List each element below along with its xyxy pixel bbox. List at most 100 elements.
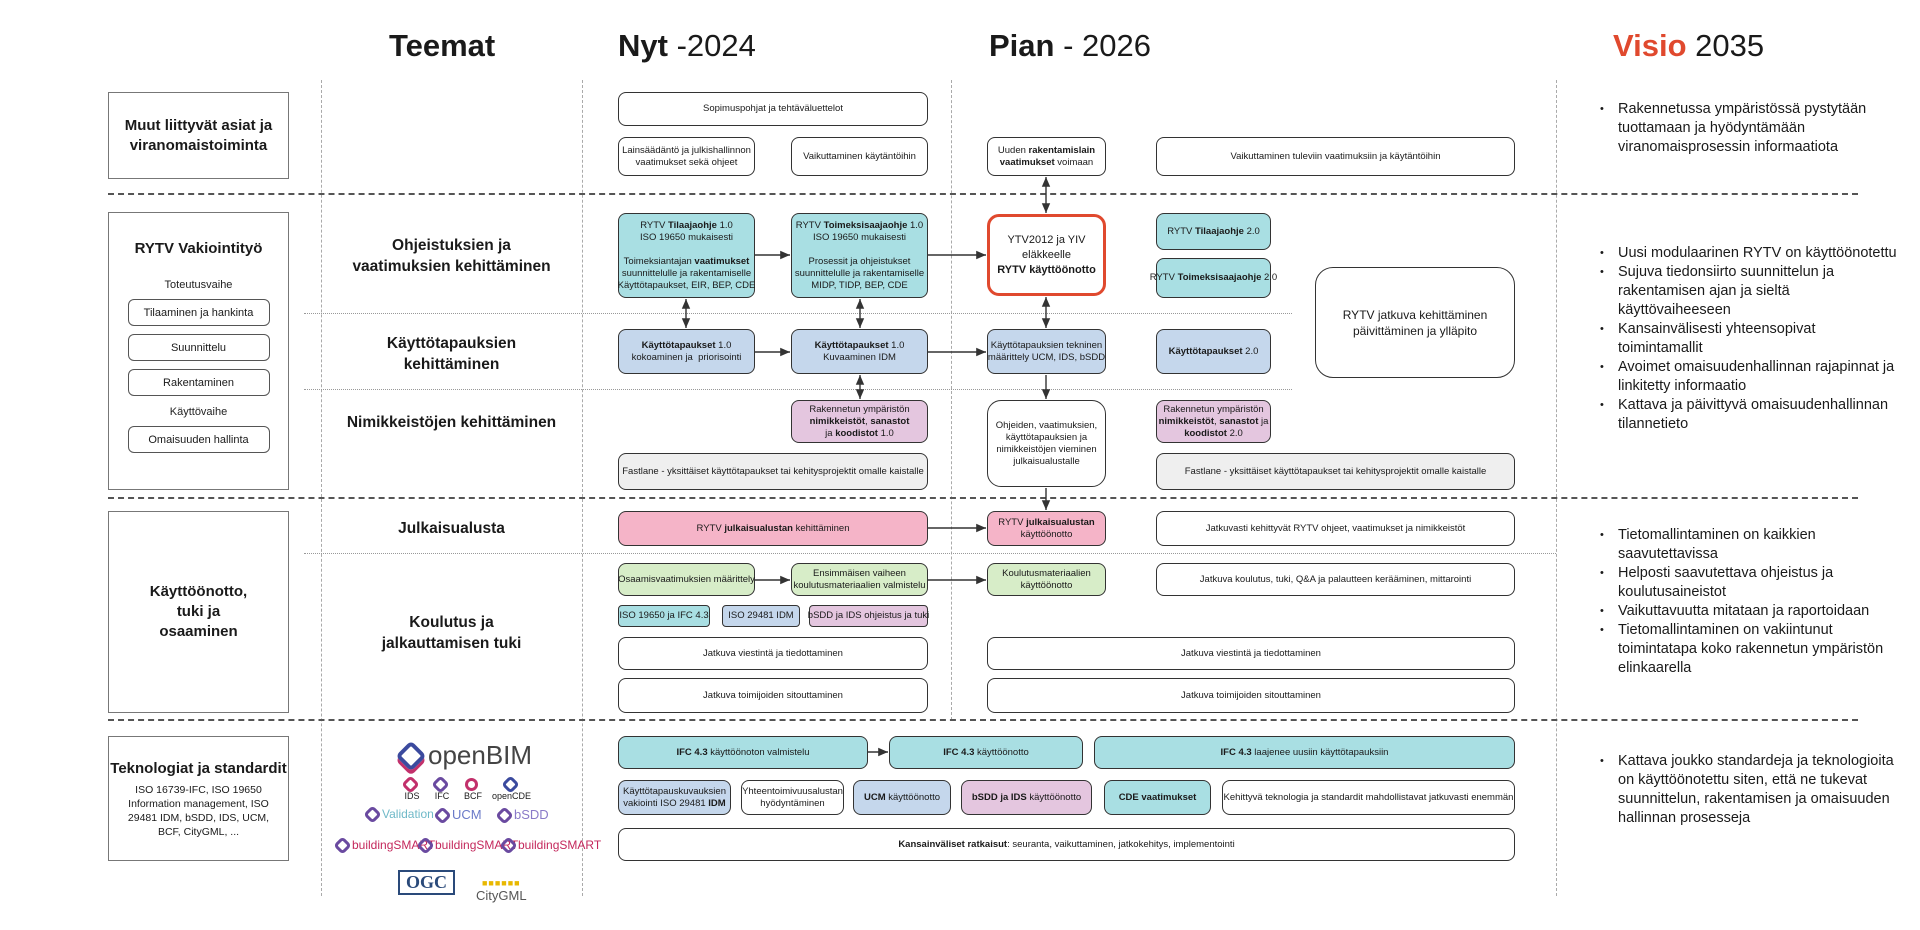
box-line: IFC 4.3 käyttöönotto (943, 747, 1029, 759)
box-text: UCM (863, 791, 886, 803)
box-line: Ohjeiden, vaatimuksien, (996, 420, 1097, 432)
roadmap-box: Jatkuvasti kehittyvät RYTV ohjeet, vaati… (1156, 511, 1515, 546)
box-line: YTV2012 ja YIV (1007, 233, 1085, 248)
box-line: vaatimukset voimaan (1000, 157, 1093, 169)
box-line: Kansainväliset ratkaisut: seuranta, vaik… (898, 839, 1234, 851)
box-text: käyttöönotto (1020, 579, 1073, 591)
vision-item: Vaikuttavuutta mitataan ja raportoidaan (1600, 602, 1900, 621)
box-line: Sopimuspohjat ja tehtäväluettelot (703, 103, 843, 115)
buildingsmart-logo: buildingSMART (333, 836, 435, 856)
phase-item: Omaisuuden hallinta (127, 426, 270, 453)
roadmap-box: Vaikuttaminen tuleviin vaatimuksiin ja k… (1156, 137, 1515, 176)
category-title: Käyttöönotto, tuki ja osaaminen (149, 583, 248, 640)
roadmap-box: Jatkuva toimijoiden sitouttaminen (987, 678, 1515, 713)
category-title: Teknologiat ja standardit (110, 759, 287, 777)
box-text: bSDD ja IDS (971, 791, 1027, 803)
box-line: Toimeksiantajan vaatimukset (624, 256, 750, 268)
ucm-logo: UCM (433, 806, 482, 825)
box-text: Rakennetun ympäristön (1163, 403, 1264, 415)
roadmap-box: bSDD ja IDS käyttöönotto (961, 780, 1092, 815)
box-line: bSDD ja IDS käyttöönotto (972, 792, 1081, 804)
box-text: 2.0 (1243, 225, 1260, 237)
vision-item: Avoimet omaisuudenhallinnan rajapinnat j… (1600, 358, 1900, 396)
roadmap-box: IFC 4.3 laajenee uusiin käyttötapauksiin (1094, 736, 1515, 769)
box-line: Koulutusmateriaalien (1002, 568, 1091, 580)
vision-item: Helposti saavutettava ohjeistus ja koulu… (1600, 564, 1900, 602)
box-text: julkaisualustalle (1013, 455, 1080, 467)
box-line: MIDP, TIDP, BEP, CDE (811, 280, 907, 292)
vision-item: Uusi modulaarinen RYTV on käyttöönotettu (1600, 244, 1900, 263)
box-text: Toimeksisaajaohje (823, 219, 908, 231)
roadmap-box: Jatkuva toimijoiden sitouttaminen (618, 678, 928, 713)
box-line: Käyttötapauksien tekninen (991, 340, 1102, 352)
box-text: julkaisualustan (724, 522, 793, 534)
box-line: Fastlane - yksittäiset käyttötapaukset t… (1185, 466, 1487, 478)
box-text: Prosessit ja ohjeistukset (808, 255, 911, 267)
box-line: Kuvaaminen IDM (823, 352, 896, 364)
box-text: ja (825, 427, 836, 439)
box-text: sanastot (870, 415, 910, 427)
category-title: RYTV Vakiointityö (134, 240, 263, 257)
box-line: Rakennetun ympäristön (809, 404, 909, 416)
box-text: Jatkuva viestintä ja tiedottaminen (703, 647, 843, 659)
box-text: ja (1258, 415, 1269, 427)
row-divider (108, 193, 1858, 195)
roadmap-box: bSDD ja IDS ohjeistus ja tuki (808, 605, 929, 627)
theme-nimikkeistot: Nimikkeistöjen kehittäminen (346, 414, 557, 431)
box-line: Jatkuva viestintä ja tiedottaminen (1181, 648, 1321, 660)
box-text: päivittäminen ja ylläpito (1352, 323, 1478, 338)
box-line: ISO 19650 ja IFC 4.3 (619, 610, 708, 622)
box-text: käyttöönotto (885, 791, 941, 803)
box-text: Käyttötapaukset, EIR, BEP, CDE (617, 279, 756, 291)
roadmap-box: Kansainväliset ratkaisut: seuranta, vaik… (618, 828, 1515, 861)
box-text: käyttötapauksien ja (1005, 431, 1088, 443)
box-text: laajenee uusiin käyttötapauksiin (1251, 746, 1389, 758)
box-line: nimikkeistöjen vieminen (996, 444, 1096, 456)
box-line: Ensimmäisen vaiheen (813, 568, 906, 580)
box-text: Lainsäädäntö ja julkishallinnon (622, 144, 751, 156)
roadmap-box: Osaamisvaatimuksien määrittely (618, 563, 755, 596)
box-line: Jatkuva viestintä ja tiedottaminen (703, 648, 843, 660)
roadmap-box: IFC 4.3 käyttöönoton valmistelu (618, 736, 868, 769)
box-line: Fastlane - yksittäiset käyttötapaukset t… (622, 466, 924, 478)
box-text: koodistot (1184, 427, 1227, 439)
roadmap-box: RYTV Tilaajaohje 2.0 (1156, 213, 1271, 250)
box-text: Fastlane - yksittäiset käyttötapaukset t… (1184, 465, 1487, 477)
ids-logo: IDS (401, 775, 420, 801)
vision-list-tekno: Kattava joukko standardeja ja teknologio… (1600, 752, 1900, 828)
box-text: eläkkeelle (1022, 248, 1071, 261)
theme-julkaisualusta: Julkaisualusta (398, 520, 505, 537)
box-text: 2.0 (1226, 427, 1243, 439)
header-vision-label: Visio (1613, 28, 1687, 63)
citygml-logo: ■■■■■■CityGML (476, 878, 527, 903)
box-line: Jatkuva koulutus, tuki, Q&A ja palauttee… (1200, 574, 1471, 586)
box-text: Käyttötapaukset (641, 339, 716, 351)
vision-item: Kansainvälisesti yhteensopivat toimintam… (1600, 320, 1900, 358)
box-text: : seuranta, vaikuttaminen, jatkokehitys,… (1007, 838, 1235, 850)
box-line: koodistot 2.0 (1184, 428, 1243, 440)
box-text: ISO 19650 ja IFC 4.3 (619, 610, 709, 621)
subrow-divider (304, 553, 1556, 554)
box-line: RYTV julkaisualustan (998, 517, 1094, 529)
header-soon: Pian - 2026 (989, 28, 1151, 64)
box-text: Kansainväliset ratkaisut (898, 838, 1008, 850)
box-text: RYTV (640, 219, 668, 231)
bsdd-logo: bSDD (495, 806, 549, 825)
box-text: IFC 4.3 (1220, 746, 1252, 758)
box-line: päivittäminen ja ylläpito (1353, 323, 1477, 339)
box-text: ISO 19650 mukaisesti (813, 231, 906, 243)
box-text: Uuden (997, 144, 1029, 156)
box-line: eläkkeelle (1022, 248, 1071, 263)
phase-label: Toteutusvaihe (164, 279, 233, 291)
box-text: RYTV (696, 522, 725, 534)
box-text: Koulutusmateriaalien (1002, 567, 1091, 579)
row-divider (108, 497, 1858, 499)
box-text: vaatimukset sekä ohjeet (635, 156, 738, 168)
box-line: koulutusmateriaalien valmistelu (794, 580, 926, 592)
box-text: rakentamislain (1028, 144, 1096, 156)
box-line: nimikkeistöt, sanastot (810, 416, 910, 428)
ogc-logo: OGC (398, 870, 456, 895)
category-kayttoonotto: Käyttöönotto, tuki ja osaaminen (108, 511, 289, 713)
